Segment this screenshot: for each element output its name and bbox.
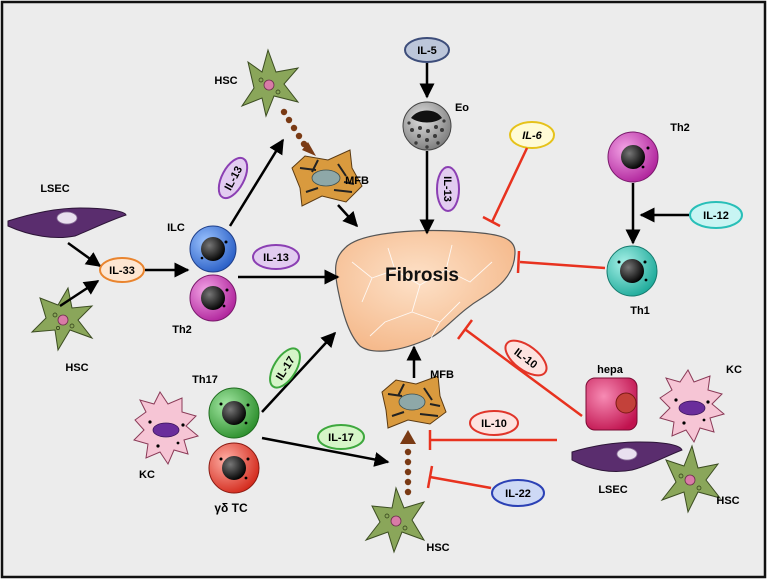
hsc-bottom-label: HSC — [426, 542, 449, 554]
il17-down-badge: IL-17 — [317, 424, 365, 450]
kc-right-label: KC — [726, 364, 742, 376]
arrow-gdtc-to-hsc — [261, 436, 390, 467]
hsc-bottom-icon — [364, 486, 426, 554]
th17-label: Th17 — [192, 374, 218, 386]
lsec-left-label: LSEC — [40, 183, 69, 195]
th1-cell-icon — [606, 245, 658, 297]
il10-horizontal-label: IL-10 — [481, 418, 507, 430]
hsc-top-icon — [240, 48, 300, 118]
il17-down-label: IL-17 — [328, 432, 354, 444]
hsc-right-icon — [660, 444, 722, 514]
th1-label: Th1 — [630, 305, 650, 317]
lsec-right-cell — [571, 441, 683, 473]
inhibition-th1-bar — [516, 250, 521, 274]
il33-label: IL-33 — [109, 265, 135, 277]
il22-badge: IL-22 — [491, 479, 545, 507]
il13-eo-badge: IL-13 — [436, 166, 460, 212]
il5-label: IL-5 — [417, 45, 437, 57]
mfb-bottom-icon — [381, 375, 447, 429]
kc-right-icon — [659, 369, 726, 444]
hsc-left-icon — [30, 286, 94, 352]
inhibition-th1 — [519, 260, 606, 270]
th2-left-cell-icon — [189, 274, 237, 322]
il13-horizontal-badge: IL-13 — [252, 244, 300, 270]
th2-right-label: Th2 — [670, 122, 690, 134]
ilc-label: ILC — [167, 222, 185, 234]
kc-left-icon — [133, 391, 200, 466]
inhibition-il6 — [490, 147, 529, 223]
inhibition-il10-diagonal-bar — [456, 319, 474, 340]
il6-label: IL-6 — [522, 130, 542, 142]
th17-cell-icon — [208, 387, 260, 439]
arrow-ilc-to-hsc — [228, 138, 285, 227]
inhibition-il10-diagonal — [465, 328, 583, 418]
hsc-right-label: HSC — [716, 495, 739, 507]
dotted-transition-bottom — [400, 430, 416, 496]
gd-tc-cell-icon — [208, 442, 260, 494]
arrow-lsec-to-il33 — [67, 241, 102, 268]
il33-badge: IL-33 — [99, 257, 145, 283]
il13-diagonal-badge: IL-13 — [217, 156, 249, 200]
gd-tc-label: γδ TC — [214, 501, 248, 515]
lsec-right-label: LSEC — [598, 484, 627, 496]
il17-up-badge: IL-17 — [269, 347, 301, 389]
lsec-left-cell — [7, 207, 127, 239]
il12-label: IL-12 — [703, 210, 729, 222]
mfb-bottom-label: MFB — [430, 369, 454, 381]
il10-horizontal-badge: IL-10 — [469, 410, 519, 436]
il5-badge: IL-5 — [404, 37, 450, 63]
eosinophil-icon — [402, 101, 452, 151]
arrow-hsc-to-il33 — [59, 279, 100, 308]
inhibition-il22 — [429, 475, 492, 490]
arrow-mfb-to-fibrosis — [337, 204, 359, 228]
th2-left-label: Th2 — [172, 324, 192, 336]
inhibition-il6-bar — [482, 215, 501, 228]
il12-badge: IL-12 — [689, 201, 743, 229]
il22-label: IL-22 — [505, 488, 531, 500]
inhibition-il22-bar — [426, 465, 434, 489]
arrow-th17-to-fibrosis — [261, 331, 337, 413]
il13-horizontal-label: IL-13 — [263, 252, 289, 264]
mfb-top-icon — [291, 149, 363, 207]
ilc-cell-icon — [189, 225, 237, 273]
hsc-top-label: HSC — [214, 75, 237, 87]
dotted-transition-top — [280, 108, 316, 156]
il13-eo-label: IL-13 — [441, 176, 453, 202]
il6-badge: IL-6 — [509, 121, 555, 149]
kc-left-label: KC — [139, 469, 155, 481]
hepa-label: hepa — [597, 364, 624, 376]
hsc-left-label: HSC — [65, 362, 88, 374]
liver-icon — [334, 229, 516, 352]
fibrosis-label: Fibrosis — [385, 265, 459, 286]
th2-right-cell-icon — [607, 131, 659, 183]
hepatocyte-icon — [585, 377, 638, 431]
mfb-top-label: MFB — [345, 175, 369, 187]
eo-label: Eo — [455, 102, 469, 114]
